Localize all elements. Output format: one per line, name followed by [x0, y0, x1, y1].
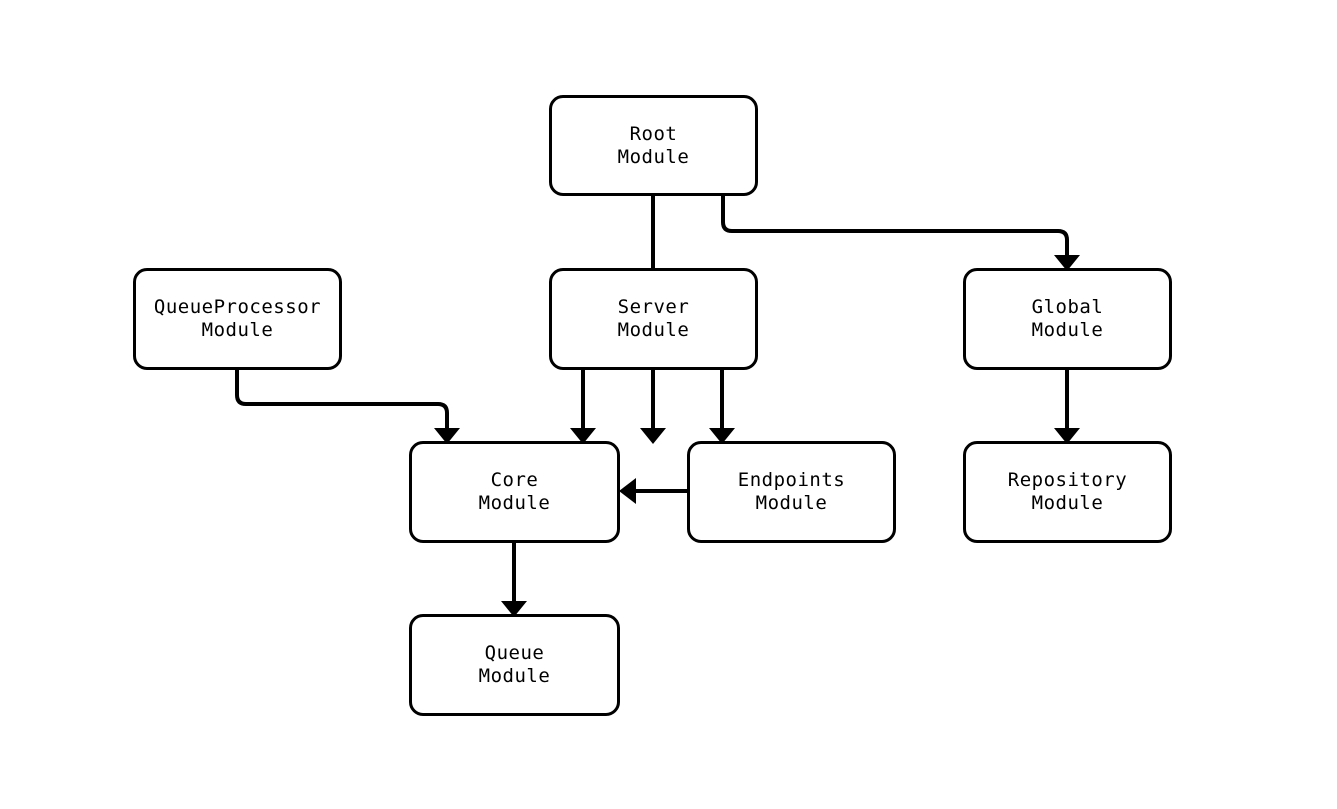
edge-root-to-global: [721, 196, 1080, 271]
node-root-module-name-line1: Root: [629, 122, 678, 145]
node-global-module-name-line1: Global: [1031, 296, 1104, 318]
node-queue-module-name-line1: Queue: [484, 642, 545, 664]
node-endpoints-module-name-line2: Module: [755, 492, 828, 514]
node-core-module-name-line1: Core: [490, 469, 539, 491]
node-server-module[interactable]: Server Module: [549, 268, 758, 370]
node-repository-module-name-line2: Module: [1031, 492, 1104, 514]
node-core-module[interactable]: Core Module: [409, 441, 620, 543]
node-endpoints-module[interactable]: Endpoints Module: [687, 441, 896, 543]
node-root-module[interactable]: Root Module: [549, 95, 758, 196]
edge-queueprocessor-to-core: [235, 370, 460, 444]
edge-endpoints-to-core: [619, 478, 687, 504]
node-repository-module-name-line1: Repository: [1007, 469, 1128, 491]
node-queueprocessor-module-name-line1: QueueProcessor: [153, 296, 322, 318]
node-global-module-name-line2: Module: [1031, 319, 1104, 341]
node-global-module[interactable]: Global Module: [963, 268, 1172, 370]
edge-global-to-repository: [1054, 370, 1080, 444]
edge-server-to-endpoints: [709, 370, 735, 444]
node-queue-module-name-line2: Module: [478, 665, 551, 687]
edge-core-to-queue: [501, 543, 527, 617]
node-queueprocessor-module-name-line2: Module: [201, 319, 274, 341]
node-queue-module[interactable]: Queue Module: [409, 614, 620, 716]
edge-server-to-core: [570, 370, 596, 444]
node-root-module-name-line2: Module: [617, 145, 690, 168]
node-endpoints-module-name-line1: Endpoints: [737, 469, 846, 491]
node-queueprocessor-module[interactable]: QueueProcessor Module: [133, 268, 342, 370]
node-core-module-name-line2: Module: [478, 492, 551, 514]
node-server-module-name-line1: Server: [617, 296, 690, 318]
node-server-module-name-line2: Module: [617, 319, 690, 341]
node-repository-module[interactable]: Repository Module: [963, 441, 1172, 543]
